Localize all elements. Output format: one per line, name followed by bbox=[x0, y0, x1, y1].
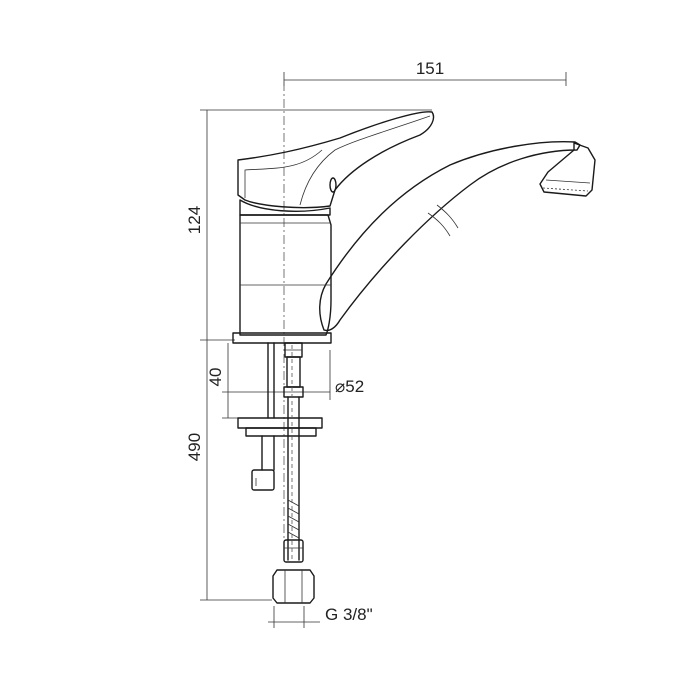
lever-handle bbox=[237, 111, 435, 216]
dimension-thread: G 3/8" bbox=[268, 605, 373, 628]
spout bbox=[319, 141, 596, 332]
supply-hose bbox=[272, 342, 315, 604]
dimension-label-40: 40 bbox=[206, 368, 225, 387]
dimension-label-490: 490 bbox=[185, 433, 204, 461]
dimension-label-124: 124 bbox=[185, 206, 204, 234]
dimension-spout-reach: 151 bbox=[283, 59, 567, 86]
dimension-base-height: 40 bbox=[206, 343, 330, 419]
dimension-total-height: 124 bbox=[185, 109, 432, 600]
dimension-label-diameter-52: ⌀52 bbox=[335, 377, 364, 396]
dimension-base-diameter: ⌀52 bbox=[329, 350, 364, 400]
dimension-hose-length: 490 bbox=[185, 433, 272, 601]
faucet-body bbox=[232, 214, 332, 344]
dimension-label-thread: G 3/8" bbox=[325, 605, 373, 624]
fixing-stud bbox=[237, 342, 323, 491]
dimension-label-151: 151 bbox=[416, 59, 444, 78]
